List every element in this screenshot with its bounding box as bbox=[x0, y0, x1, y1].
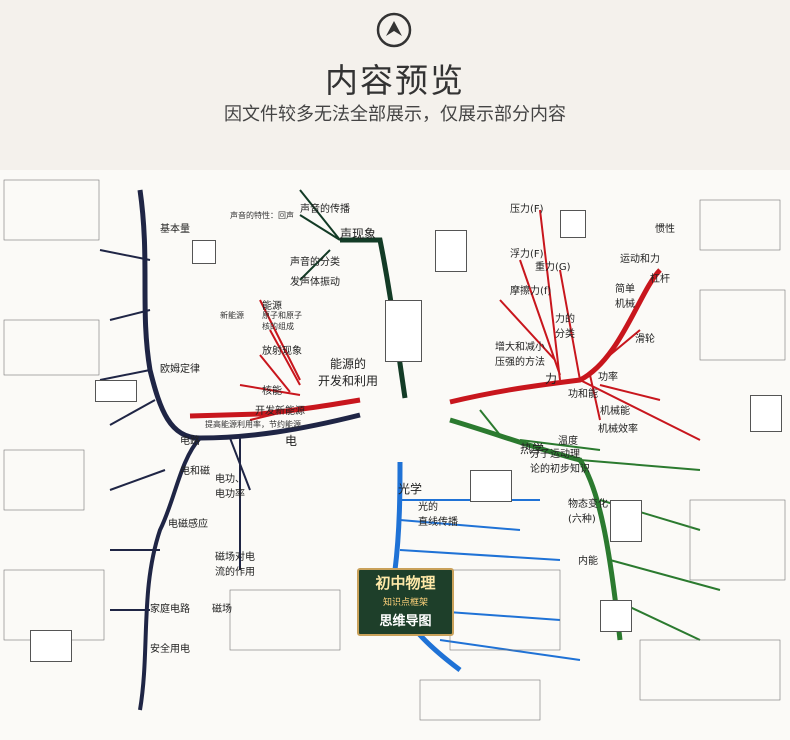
label-friction: 摩擦力(f) bbox=[510, 286, 552, 297]
center-subtitle: 知识点框架 bbox=[382, 598, 428, 608]
branch-force: 力 bbox=[545, 372, 558, 386]
pressure-figure bbox=[560, 210, 586, 238]
label-ohm: 欧姆定律 bbox=[160, 364, 200, 375]
label-work-energy: 功和能 bbox=[568, 389, 598, 400]
center-title: 初中物理 bbox=[375, 574, 436, 592]
weight-figure bbox=[435, 230, 467, 272]
label-molecular: 分子运动理 论的初步知识 bbox=[530, 449, 590, 475]
label-force-class: 力的 分类 bbox=[555, 314, 575, 340]
label-sound-spread: 声音的传播 bbox=[300, 204, 350, 215]
label-develop-new: 开发新能源 bbox=[255, 406, 305, 417]
label-lever: 杠杆 bbox=[650, 274, 670, 285]
branch-energy: 能源的 开发和利用 bbox=[318, 357, 379, 388]
branch-light: 光学 bbox=[398, 482, 423, 496]
label-magnet-effect: 磁场对电 流的作用 bbox=[215, 552, 255, 578]
label-magnetic: 磁场 bbox=[212, 604, 232, 615]
label-family-circuit: 家庭电路 bbox=[150, 604, 190, 615]
label-nuclear: 核能 bbox=[262, 386, 282, 397]
speaker-figure bbox=[192, 240, 216, 264]
logo-icon bbox=[376, 12, 412, 48]
label-internal: 内能 bbox=[578, 556, 598, 567]
center-caption: 思维导图 bbox=[379, 614, 432, 629]
label-gravity: 重力(G) bbox=[535, 262, 571, 273]
label-sound-vibration: 发声体振动 bbox=[290, 277, 340, 288]
meter-figure bbox=[95, 380, 137, 402]
label-mech-energy: 机械能 bbox=[600, 406, 630, 417]
label-pulley: 滑轮 bbox=[635, 334, 655, 345]
label-atom: 原子和原子 核的组成 bbox=[262, 311, 302, 331]
branch-sound: 声现象 bbox=[340, 227, 377, 241]
branch-electricity: 电 bbox=[285, 434, 298, 448]
label-power-rate: 功率 bbox=[598, 372, 618, 383]
label-buoyancy: 浮力(F) bbox=[510, 249, 544, 260]
label-safe-use: 安全用电 bbox=[150, 644, 190, 655]
candle-figure bbox=[470, 470, 512, 502]
bulb-figure bbox=[610, 500, 642, 542]
label-efficiency: 机械效率 bbox=[598, 424, 638, 435]
page-title: 内容预览 bbox=[325, 61, 465, 100]
label-temperature: 温度 bbox=[558, 436, 578, 447]
label-mag-induct: 电磁感应 bbox=[168, 519, 208, 530]
label-radioactive: 放射现象 bbox=[262, 346, 302, 357]
label-save-energy: 提高能源利用率，节约能源 bbox=[205, 420, 301, 429]
mind-map-image: 初中物理 知识点框架 思维导图 声现象 能源的 开发和利用 电 力 热学 光学 … bbox=[0, 170, 790, 740]
thermometer-figure bbox=[750, 395, 782, 432]
label-new-energy: 新能源 bbox=[220, 311, 244, 320]
label-press-method: 增大和减小 压强的方法 bbox=[495, 342, 545, 368]
circuit-figure bbox=[30, 630, 72, 662]
label-pressure: 压力(F) bbox=[510, 204, 544, 215]
label-power: 电功、 电功率 bbox=[215, 474, 245, 500]
label-basics: 基本量 bbox=[160, 224, 190, 235]
label-circuit: 电路 bbox=[180, 436, 200, 447]
label-sound-class: 声音的分类 bbox=[290, 257, 340, 268]
label-state-change: 物态变化 (六种) bbox=[568, 499, 608, 525]
preview-header: 内容预览 因文件较多无法全部展示，仅展示部分内容 bbox=[0, 0, 790, 165]
label-straight-light: 光的 直线传播 bbox=[418, 502, 458, 528]
label-energy: 能源 bbox=[262, 301, 282, 312]
branch-heat: 热学 bbox=[520, 442, 545, 456]
label-sound-features: 声音的特性：回声 bbox=[230, 211, 294, 220]
flame-figure bbox=[600, 600, 632, 632]
center-title-box: 初中物理 知识点框架 思维导图 bbox=[357, 568, 454, 636]
label-simple-machine: 简单 机械 bbox=[615, 284, 635, 310]
mind-map-branches bbox=[3, 179, 786, 721]
apparatus-figure bbox=[385, 300, 422, 362]
label-inertia: 惯性 bbox=[655, 224, 675, 235]
label-elec-mag: 电和磁 bbox=[180, 466, 210, 477]
page-subtitle: 因文件较多无法全部展示，仅展示部分内容 bbox=[224, 104, 566, 125]
label-motion-force: 运动和力 bbox=[620, 254, 660, 265]
